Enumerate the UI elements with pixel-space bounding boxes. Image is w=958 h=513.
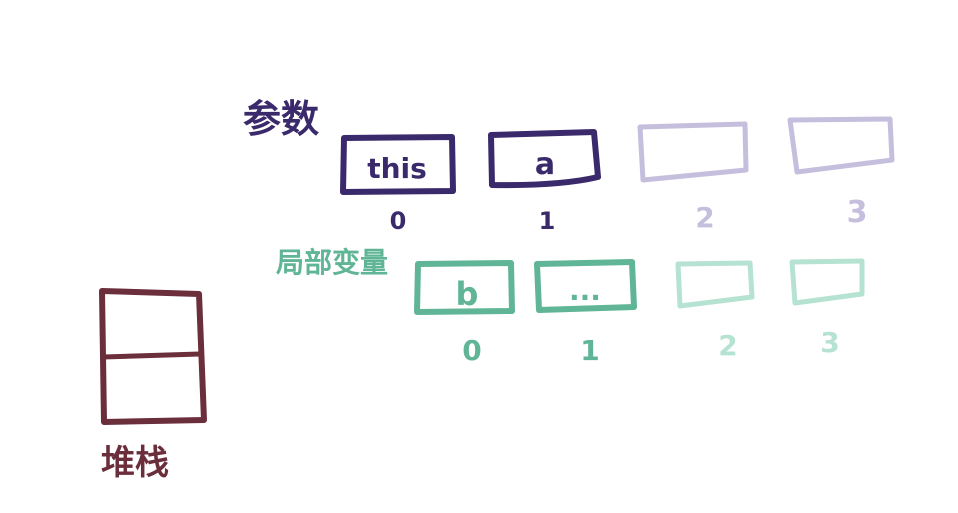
local-slot-0: b	[414, 260, 515, 315]
stack-label: 堆栈	[101, 443, 169, 483]
local-slot-1-value: ...	[569, 274, 601, 307]
local-slot-1: ...	[534, 259, 637, 313]
param-slot-0: this	[340, 134, 456, 195]
param-slot-1: a	[488, 129, 601, 189]
param-slot-1-value: a	[535, 147, 555, 182]
local-slot-1-index: 1	[580, 334, 599, 367]
param-slot-1-index: 1	[539, 207, 556, 235]
local-slot-0-index: 0	[462, 334, 481, 367]
param-slot-0-value: this	[367, 152, 427, 185]
local-slot-3-index: 3	[820, 326, 839, 359]
local-slot-3	[789, 258, 865, 306]
stack-shape	[99, 288, 207, 425]
param-slot-0-index: 0	[390, 207, 407, 235]
local-slot-2	[675, 260, 755, 309]
params-label: 参数	[243, 97, 319, 141]
param-slot-3-index: 3	[847, 195, 868, 230]
local-slot-2-index: 2	[718, 329, 737, 362]
param-slot-2-index: 2	[695, 201, 714, 234]
local-slot-0-value: b	[456, 275, 479, 313]
param-slot-3	[787, 116, 895, 175]
locals-label: 局部变量	[276, 246, 388, 279]
param-slot-2	[637, 121, 749, 183]
